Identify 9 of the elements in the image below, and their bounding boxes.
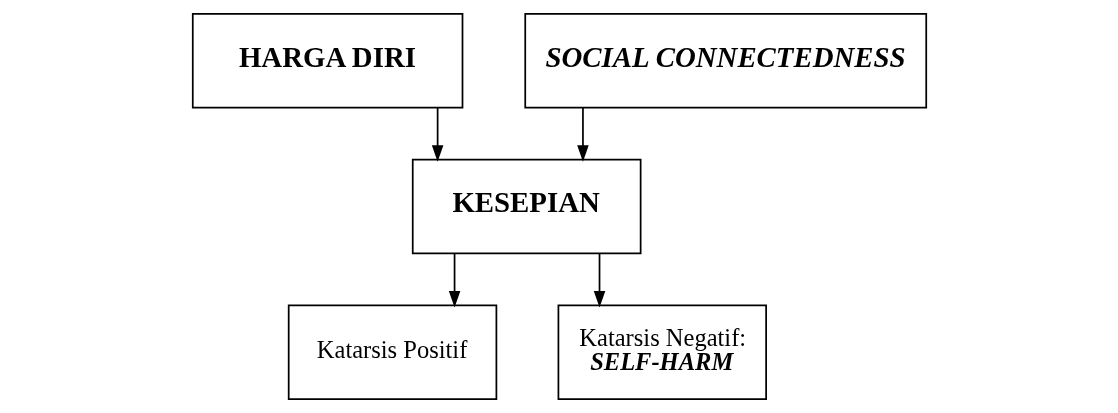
arrow [576, 106, 589, 162]
node-box: SOCIAL CONNECTEDNESS [523, 13, 927, 109]
arrow [431, 106, 443, 162]
arrow [593, 252, 605, 308]
node-box: KESEPIAN [411, 158, 641, 255]
node-box: Katarsis Positif [287, 304, 497, 400]
node-box: HARGA DIRI [191, 13, 463, 109]
node-box: Katarsis Negatif: SELF-HARM [557, 304, 767, 400]
arrow [448, 252, 460, 308]
